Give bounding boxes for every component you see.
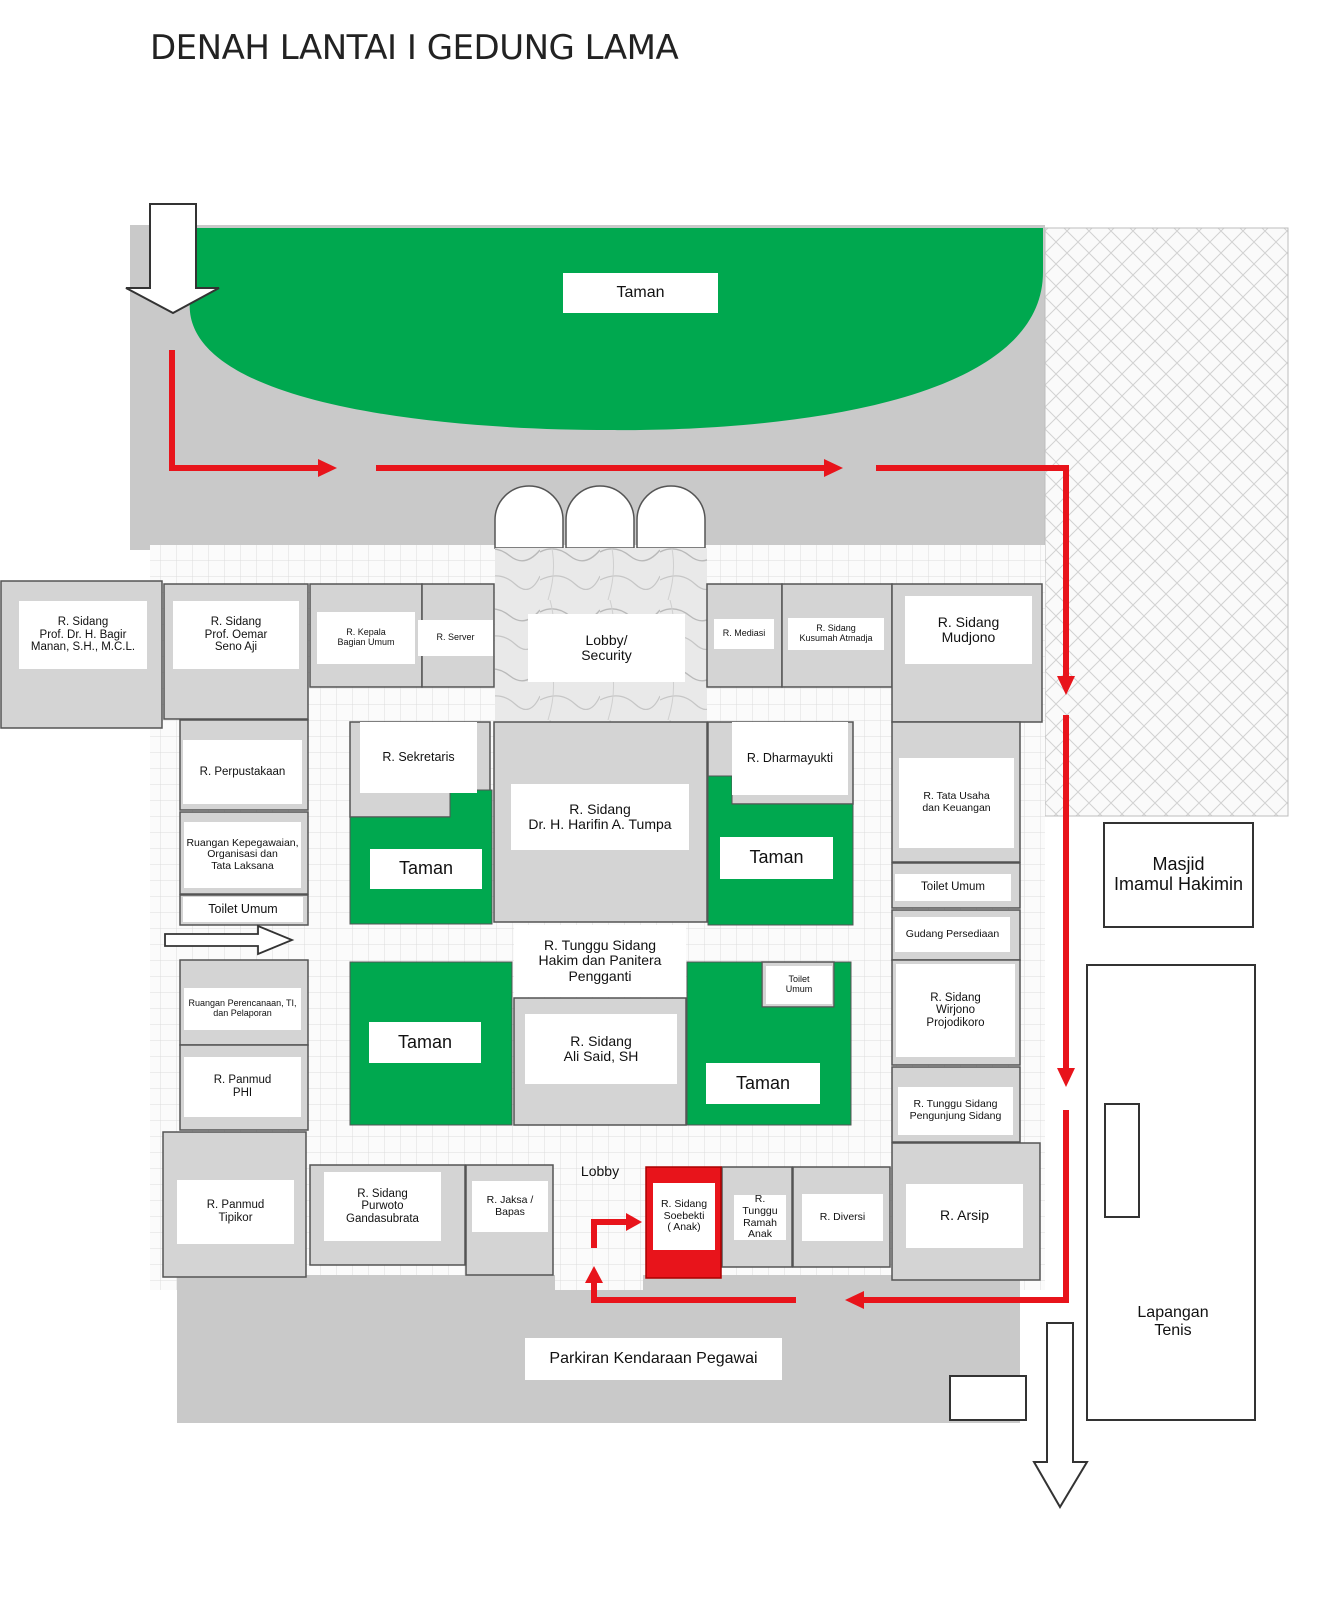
room-kepala-umum: R. Kepala Bagian Umum <box>317 612 415 664</box>
masjid-imamul-hakimin: Masjid Imamul Hakimin <box>1113 854 1244 894</box>
exit-arrow-icon <box>1032 1322 1089 1509</box>
room-perencanaan: Ruangan Perencanaan, TI, dan Pelaporan <box>184 988 301 1030</box>
tennis-net <box>1104 1103 1140 1218</box>
room-sidang-ali: R. Sidang Ali Said, SH <box>525 1014 677 1084</box>
room-panmud-tipikor: R. Panmud Tipikor <box>177 1180 294 1244</box>
room-sekretaris: R. Sekretaris <box>360 722 477 793</box>
map-title: DENAH LANTAI I GEDUNG LAMA <box>150 28 679 68</box>
label-taman-sw: Taman <box>369 1022 481 1063</box>
room-tata-usaha: R. Tata Usaha dan Keuangan <box>899 758 1014 848</box>
label-taman-se: Taman <box>706 1063 820 1104</box>
room-tunggu-pengunjung: R. Tunggu Sidang Pengunjung Sidang <box>898 1087 1013 1135</box>
room-panmud-phi: R. Panmud PHI <box>184 1057 301 1117</box>
room-sidang-harifin: R. Sidang Dr. H. Harifin A. Tumpa <box>511 784 689 850</box>
entrance-arrow-icon <box>125 203 220 315</box>
room-kepegawaian: Ruangan Kepegawaian, Organisasi dan Tata… <box>184 822 301 888</box>
room-arsip: R. Arsip <box>906 1184 1023 1248</box>
room-perpustakaan: R. Perpustakaan <box>183 740 302 804</box>
label-taman-ne: Taman <box>720 837 833 879</box>
room-sidang-anak: R. Sidang Soebekti ( Anak) <box>653 1183 715 1250</box>
gate-box <box>949 1375 1027 1421</box>
room-sidang-oemar: R. Sidang Prof. Oemar Seno Aji <box>173 601 299 669</box>
room-sidang-kusumah: R. Sidang Kusumah Atmadja <box>788 618 884 650</box>
room-server: R. Server <box>418 620 493 656</box>
lapangan-tenis: Lapangan Tenis <box>1137 1304 1209 1339</box>
room-dharmayukti: R. Dharmayukti <box>732 722 848 795</box>
label-taman-top: Taman <box>563 273 718 313</box>
room-tunggu-ramah-anak: R. Tunggu Ramah Anak <box>734 1194 786 1240</box>
toilet-umum-kiri: Toilet Umum <box>183 897 303 922</box>
toilet-umum-tengah: Toilet Umum <box>766 966 832 1004</box>
entrance-arches <box>494 485 706 549</box>
toilet-umum-kanan: Toilet Umum <box>895 874 1011 901</box>
garden-top <box>189 228 1044 431</box>
tennis-area-hatch <box>1044 227 1289 817</box>
room-mediasi: R. Mediasi <box>714 619 774 649</box>
room-sidang-wirjono: R. Sidang Wirjono Projodikoro <box>896 964 1015 1057</box>
label-taman-nw: Taman <box>370 849 482 889</box>
room-tunggu-hakim: R. Tunggu Sidang Hakim dan Panitera Peng… <box>514 925 686 997</box>
route-arrowheads <box>318 459 1075 1309</box>
room-gudang: Gudang Persediaan <box>895 917 1010 952</box>
parkiran-pegawai: Parkiran Kendaraan Pegawai <box>525 1338 782 1380</box>
label-lobby: Lobby <box>580 1163 620 1180</box>
masjid-outline <box>1103 822 1254 928</box>
room-diversi: R. Diversi <box>802 1194 883 1241</box>
room-sidang-mudjono: R. Sidang Mudjono <box>905 596 1032 664</box>
room-sidang-bagir: R. Sidang Prof. Dr. H. Bagir Manan, S.H.… <box>19 601 147 669</box>
room-sidang-purwoto: R. Sidang Purwoto Gandasubrata <box>324 1172 441 1241</box>
room-jaksa-bapas: R. Jaksa / Bapas <box>472 1181 548 1232</box>
side-entrance-arrow-icon <box>164 924 295 956</box>
route-path <box>169 350 1069 1303</box>
lobby-security: Lobby/ Security <box>528 614 685 682</box>
